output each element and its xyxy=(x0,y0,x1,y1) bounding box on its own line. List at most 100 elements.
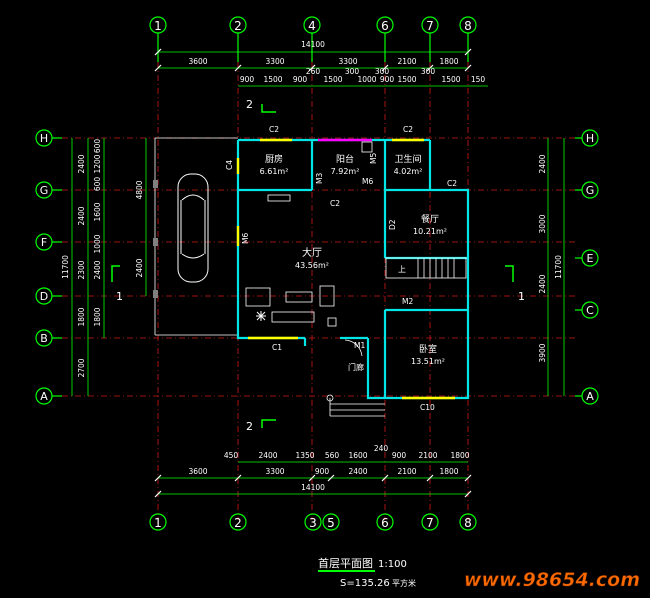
section-mark-labels: 2 2 1 1 xyxy=(116,98,525,433)
furniture xyxy=(245,141,373,327)
opening-code: M6 xyxy=(362,177,373,186)
axis-labels-top: 1 2 4 6 7 8 xyxy=(154,19,472,33)
axis-label: 1 xyxy=(154,19,162,33)
dimension-text: 150 xyxy=(471,75,486,84)
room-name-dining: 餐厅 xyxy=(421,213,439,225)
opening-code: M3 xyxy=(315,173,324,184)
title-block: 首层平面图 1:100 S=135.26 平方米 xyxy=(318,556,416,589)
section-label: 1 xyxy=(518,290,525,303)
axis-label: 2 xyxy=(234,19,242,33)
opening-code: C2 xyxy=(330,199,340,208)
axis-label: 4 xyxy=(308,19,316,33)
dimension-text: 2400 xyxy=(258,451,277,460)
dimension-text: 2400 xyxy=(135,258,144,277)
axis-label: 6 xyxy=(381,19,389,33)
axis-grid-lines xyxy=(62,62,575,520)
room-area-balcony: 7.92m² xyxy=(331,167,360,176)
room-name-kitchen: 厨房 xyxy=(265,153,283,165)
dimension-text: 2400 xyxy=(538,154,547,173)
dimension-text: 1500 xyxy=(263,75,282,84)
axis-label: 1 xyxy=(154,516,162,530)
dimension-text: 300 xyxy=(421,67,436,76)
opening-code: D2 xyxy=(388,219,397,230)
total-area-unit: 平方米 xyxy=(392,578,416,588)
dimension-text: 1000 xyxy=(93,234,102,253)
axis-label: 6 xyxy=(381,516,389,530)
dimension-text: 1800 xyxy=(93,307,102,326)
room-area-living: 43.56m² xyxy=(295,261,329,270)
dimension-text: 2400 xyxy=(538,274,547,293)
opening-code: C1 xyxy=(272,343,282,352)
stair-up-label: 上 xyxy=(398,265,406,274)
axis-label: G xyxy=(586,184,595,197)
room-name-bath: 卫生间 xyxy=(394,153,421,165)
axis-bubbles-left xyxy=(35,129,62,405)
axis-labels-left: H G F D B A xyxy=(40,132,49,403)
room-area-bath: 4.02m² xyxy=(394,167,423,176)
dimension-text: 2400 xyxy=(93,260,102,279)
dimension-text: 1800 xyxy=(439,467,458,476)
axis-label: H xyxy=(40,132,48,145)
dimension-text: 2400 xyxy=(77,206,86,225)
opening-code: C10 xyxy=(420,403,435,412)
opening-code: M5 xyxy=(369,153,378,164)
dimension-text: 300 xyxy=(375,67,390,76)
opening-code: C2 xyxy=(403,125,413,134)
dimension-text: 1200 xyxy=(93,154,102,173)
axis-label: 5 xyxy=(327,516,335,530)
axis-bubbles-right xyxy=(575,129,599,405)
section-label: 2 xyxy=(246,98,253,111)
opening-code: C2 xyxy=(269,125,279,134)
staircase xyxy=(385,257,467,279)
section-label: 2 xyxy=(246,420,253,433)
axis-label: C xyxy=(586,304,594,317)
axis-label: 7 xyxy=(426,19,434,33)
room-name-balcony: 阳台 xyxy=(336,153,354,165)
dimension-total: 11700 xyxy=(554,255,563,279)
axis-label: A xyxy=(586,390,594,403)
dimension-text: 3300 xyxy=(265,57,284,66)
dimension-lines-right xyxy=(547,138,565,396)
axis-label: 8 xyxy=(464,516,472,530)
dimension-text: 900 xyxy=(380,75,395,84)
garage-outline xyxy=(153,137,238,336)
opening-codes: C2 C2 C2 C2 C4 M3 M5 M6 M6 D2 M2 M1 C1 C… xyxy=(225,125,457,412)
dimension-text: 1800 xyxy=(439,57,458,66)
dimension-text: 2100 xyxy=(397,57,416,66)
dimension-text: 3600 xyxy=(188,57,207,66)
dimension-text: 1500 xyxy=(441,75,460,84)
dimension-text: 600 xyxy=(93,177,102,192)
section-label: 1 xyxy=(116,290,123,303)
section-marks xyxy=(111,104,514,428)
room-area-bedroom: 13.51m² xyxy=(411,357,445,366)
window-marks xyxy=(236,138,455,400)
dimension-text: 600 xyxy=(93,139,102,154)
dimension-text: 1600 xyxy=(93,202,102,221)
dimension-text: 260 xyxy=(306,67,321,76)
axis-label: F xyxy=(41,236,47,249)
dimension-text: 3900 xyxy=(538,343,547,362)
dimension-lines-left xyxy=(71,138,147,396)
axis-label: A xyxy=(40,390,48,403)
watermark: www.98654.com xyxy=(464,569,640,591)
opening-code: C2 xyxy=(447,179,457,188)
dimension-total: 14100 xyxy=(301,483,325,492)
axis-label: 7 xyxy=(426,516,434,530)
room-area-kitchen: 6.61m² xyxy=(260,167,289,176)
drawing-scale: 1:100 xyxy=(378,559,407,570)
dimension-text: 4800 xyxy=(135,180,144,199)
total-area: S=135.26 xyxy=(340,578,390,589)
axis-label: 8 xyxy=(464,19,472,33)
dimension-text: 900 xyxy=(293,75,308,84)
axis-labels-right: H G E C A xyxy=(586,132,595,403)
room-labels: 厨房 6.61m² 阳台 7.92m² 卫生间 4.02m² 餐厅 10.21m… xyxy=(260,153,447,372)
dimension-text: 2400 xyxy=(348,467,367,476)
room-name-living: 大厅 xyxy=(302,246,322,259)
axis-label: B xyxy=(40,332,48,345)
axis-label: 2 xyxy=(234,516,242,530)
dimension-text: 1350 xyxy=(295,451,314,460)
room-name-bedroom: 卧室 xyxy=(419,343,437,355)
dimension-text: 2100 xyxy=(418,451,437,460)
